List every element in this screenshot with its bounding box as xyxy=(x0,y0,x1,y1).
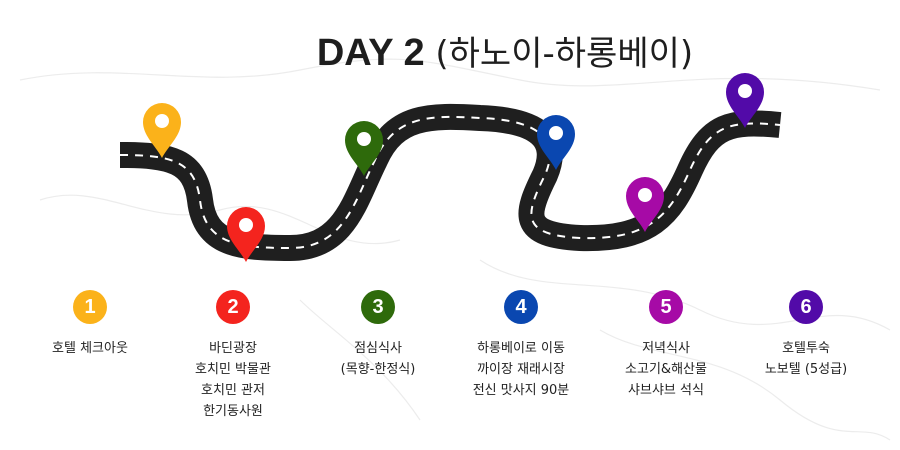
pin-hole xyxy=(155,114,169,128)
step-description-line: 샤브샤브 석식 xyxy=(628,383,704,398)
step-description-line: 저녁식사 xyxy=(642,341,690,356)
route-subtitle: (하노이-하롱베이) xyxy=(435,34,694,74)
step-description-line: 호치민 관저 xyxy=(201,383,265,398)
step-description-line: 노보텔 (5성급) xyxy=(764,362,848,377)
day-label: DAY 2 xyxy=(316,32,425,74)
location-pin-icon xyxy=(626,177,664,232)
pin-hole xyxy=(239,218,253,232)
step-description-line: 바딘광장 xyxy=(209,341,257,356)
step-description-line: 하롱베이로 이동 xyxy=(477,341,565,356)
step-description-line: 소고기&해산물 xyxy=(625,362,707,377)
step-1: 1 호텔 체크아웃 xyxy=(15,290,165,359)
step-number-badge: 2 xyxy=(216,290,250,324)
step-description-line: (목향-한정식) xyxy=(340,362,416,377)
step-description-line: 호텔 체크아웃 xyxy=(52,341,128,356)
step-description-line: 전신 맛사지 90분 xyxy=(472,383,570,398)
step-number-badge: 6 xyxy=(789,290,823,324)
world-map-background xyxy=(19,58,891,441)
page-title: DAY 2 (하노이-하롱베이) xyxy=(0,26,900,75)
step-number-badge: 1 xyxy=(73,290,107,324)
pin-hole xyxy=(738,84,752,98)
step-number-badge: 3 xyxy=(361,290,395,324)
step-number-badge: 4 xyxy=(504,290,538,324)
step-description-line: 까이장 재래시장 xyxy=(477,362,565,377)
pin-hole xyxy=(357,132,371,146)
location-pin-icon xyxy=(143,103,181,158)
pin-hole xyxy=(638,188,652,202)
road xyxy=(119,103,782,262)
location-pin-icon xyxy=(345,121,383,176)
step-description-line: 한기동사원 xyxy=(203,404,263,419)
location-pin-icon xyxy=(726,73,764,128)
pin-hole xyxy=(549,126,563,140)
step-description-line: 점심식사 xyxy=(354,341,402,356)
step-description-line: 호치민 박물관 xyxy=(195,362,271,377)
step-description-line: 호텔투숙 xyxy=(782,341,830,356)
step-3: 3 점심식사 (목향-한정식) xyxy=(303,290,453,380)
location-pin-icon xyxy=(537,115,575,170)
step-number-badge: 5 xyxy=(649,290,683,324)
location-pin-icon xyxy=(227,207,265,262)
